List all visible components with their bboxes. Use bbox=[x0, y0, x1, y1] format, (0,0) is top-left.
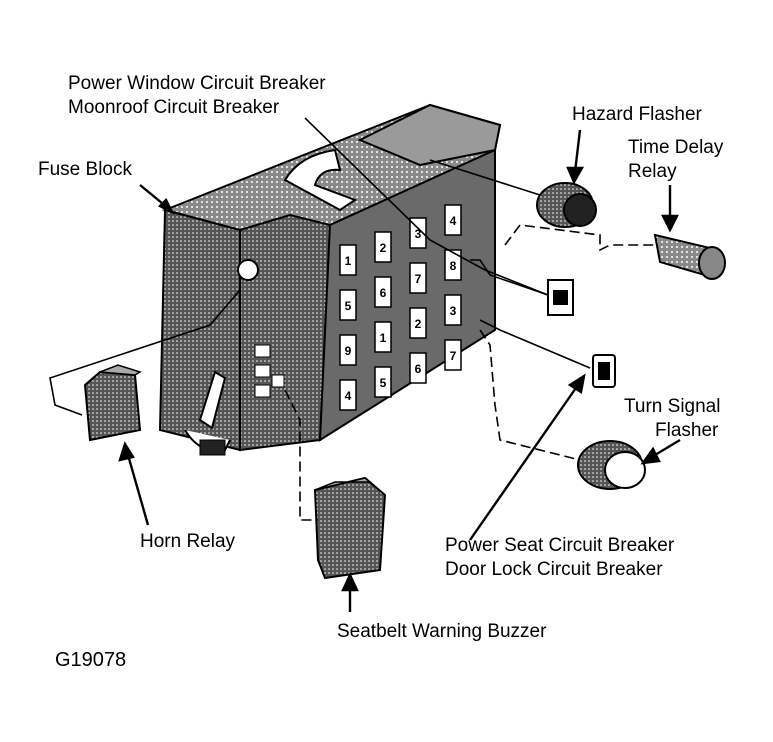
fuse-slot bbox=[374, 231, 392, 263]
fuse-slot bbox=[409, 307, 427, 339]
fuse-slot bbox=[409, 352, 427, 384]
hazard-flasher bbox=[536, 182, 597, 228]
label-horn-relay: Horn Relay bbox=[140, 531, 236, 552]
connection-lines bbox=[49, 117, 655, 521]
label-moonroof-breaker: Moonroof Circuit Breaker bbox=[68, 97, 280, 118]
fuse-slot bbox=[444, 294, 462, 326]
leader-arrows bbox=[118, 129, 681, 612]
fuse-number: 6 bbox=[415, 362, 422, 376]
fuse-number: 3 bbox=[415, 227, 422, 241]
label-power-window-breaker: Power Window Circuit Breaker bbox=[68, 73, 326, 94]
label-fuse-block: Fuse Block bbox=[38, 159, 132, 180]
fuse-slot bbox=[374, 321, 392, 353]
fuse-number: 5 bbox=[345, 299, 352, 313]
fuse-number: 5 bbox=[380, 376, 387, 390]
fuse-number: 1 bbox=[380, 331, 387, 345]
fuse-number: 1 bbox=[345, 254, 352, 268]
label-power-seat-breaker: Power Seat Circuit Breaker bbox=[445, 535, 675, 556]
turn-signal-socket bbox=[592, 354, 616, 388]
horn-relay bbox=[83, 364, 142, 442]
fuse-number: 9 bbox=[345, 344, 352, 358]
label-time-delay-1: Time Delay bbox=[628, 137, 724, 158]
label-seatbelt-buzzer: Seatbelt Warning Buzzer bbox=[337, 621, 547, 642]
label-turn-signal-2: Flasher bbox=[655, 420, 719, 441]
time-delay-relay bbox=[653, 233, 726, 280]
fuse-slot bbox=[339, 379, 357, 411]
fuse-slot bbox=[444, 249, 462, 281]
fuse-slot bbox=[339, 334, 357, 366]
fuse-number: 4 bbox=[345, 389, 352, 403]
fuse-slot bbox=[374, 366, 392, 398]
fuse-number: 7 bbox=[415, 272, 422, 286]
turn-signal-flasher bbox=[577, 440, 646, 490]
power-window-breaker bbox=[547, 279, 574, 316]
label-time-delay-2: Relay bbox=[628, 161, 677, 182]
fuse-slot bbox=[339, 289, 357, 321]
fuse-number: 2 bbox=[415, 317, 422, 331]
fuse-number: 6 bbox=[380, 286, 387, 300]
label-turn-signal-1: Turn Signal bbox=[624, 396, 721, 417]
fuse-number: 2 bbox=[380, 241, 387, 255]
fuse-slot bbox=[409, 262, 427, 294]
fuse-block bbox=[158, 103, 502, 456]
fuse-number: 3 bbox=[450, 304, 457, 318]
fuse-number: 7 bbox=[450, 349, 457, 363]
figure-id: G19078 bbox=[55, 649, 127, 671]
seatbelt-buzzer bbox=[313, 476, 387, 580]
fuse-slot bbox=[444, 339, 462, 371]
fuse-number: 4 bbox=[450, 214, 457, 228]
label-door-lock-breaker: Door Lock Circuit Breaker bbox=[445, 559, 663, 580]
fuse-number: 8 bbox=[450, 259, 457, 273]
fuse-slot bbox=[444, 204, 462, 236]
fuse-array: 1 2 3 4 5 6 7 8 9 1 2 3 4 5 6 7 bbox=[339, 204, 462, 411]
fuse-slot bbox=[339, 244, 357, 276]
label-hazard-flasher: Hazard Flasher bbox=[572, 104, 702, 125]
fuse-slot bbox=[374, 276, 392, 308]
